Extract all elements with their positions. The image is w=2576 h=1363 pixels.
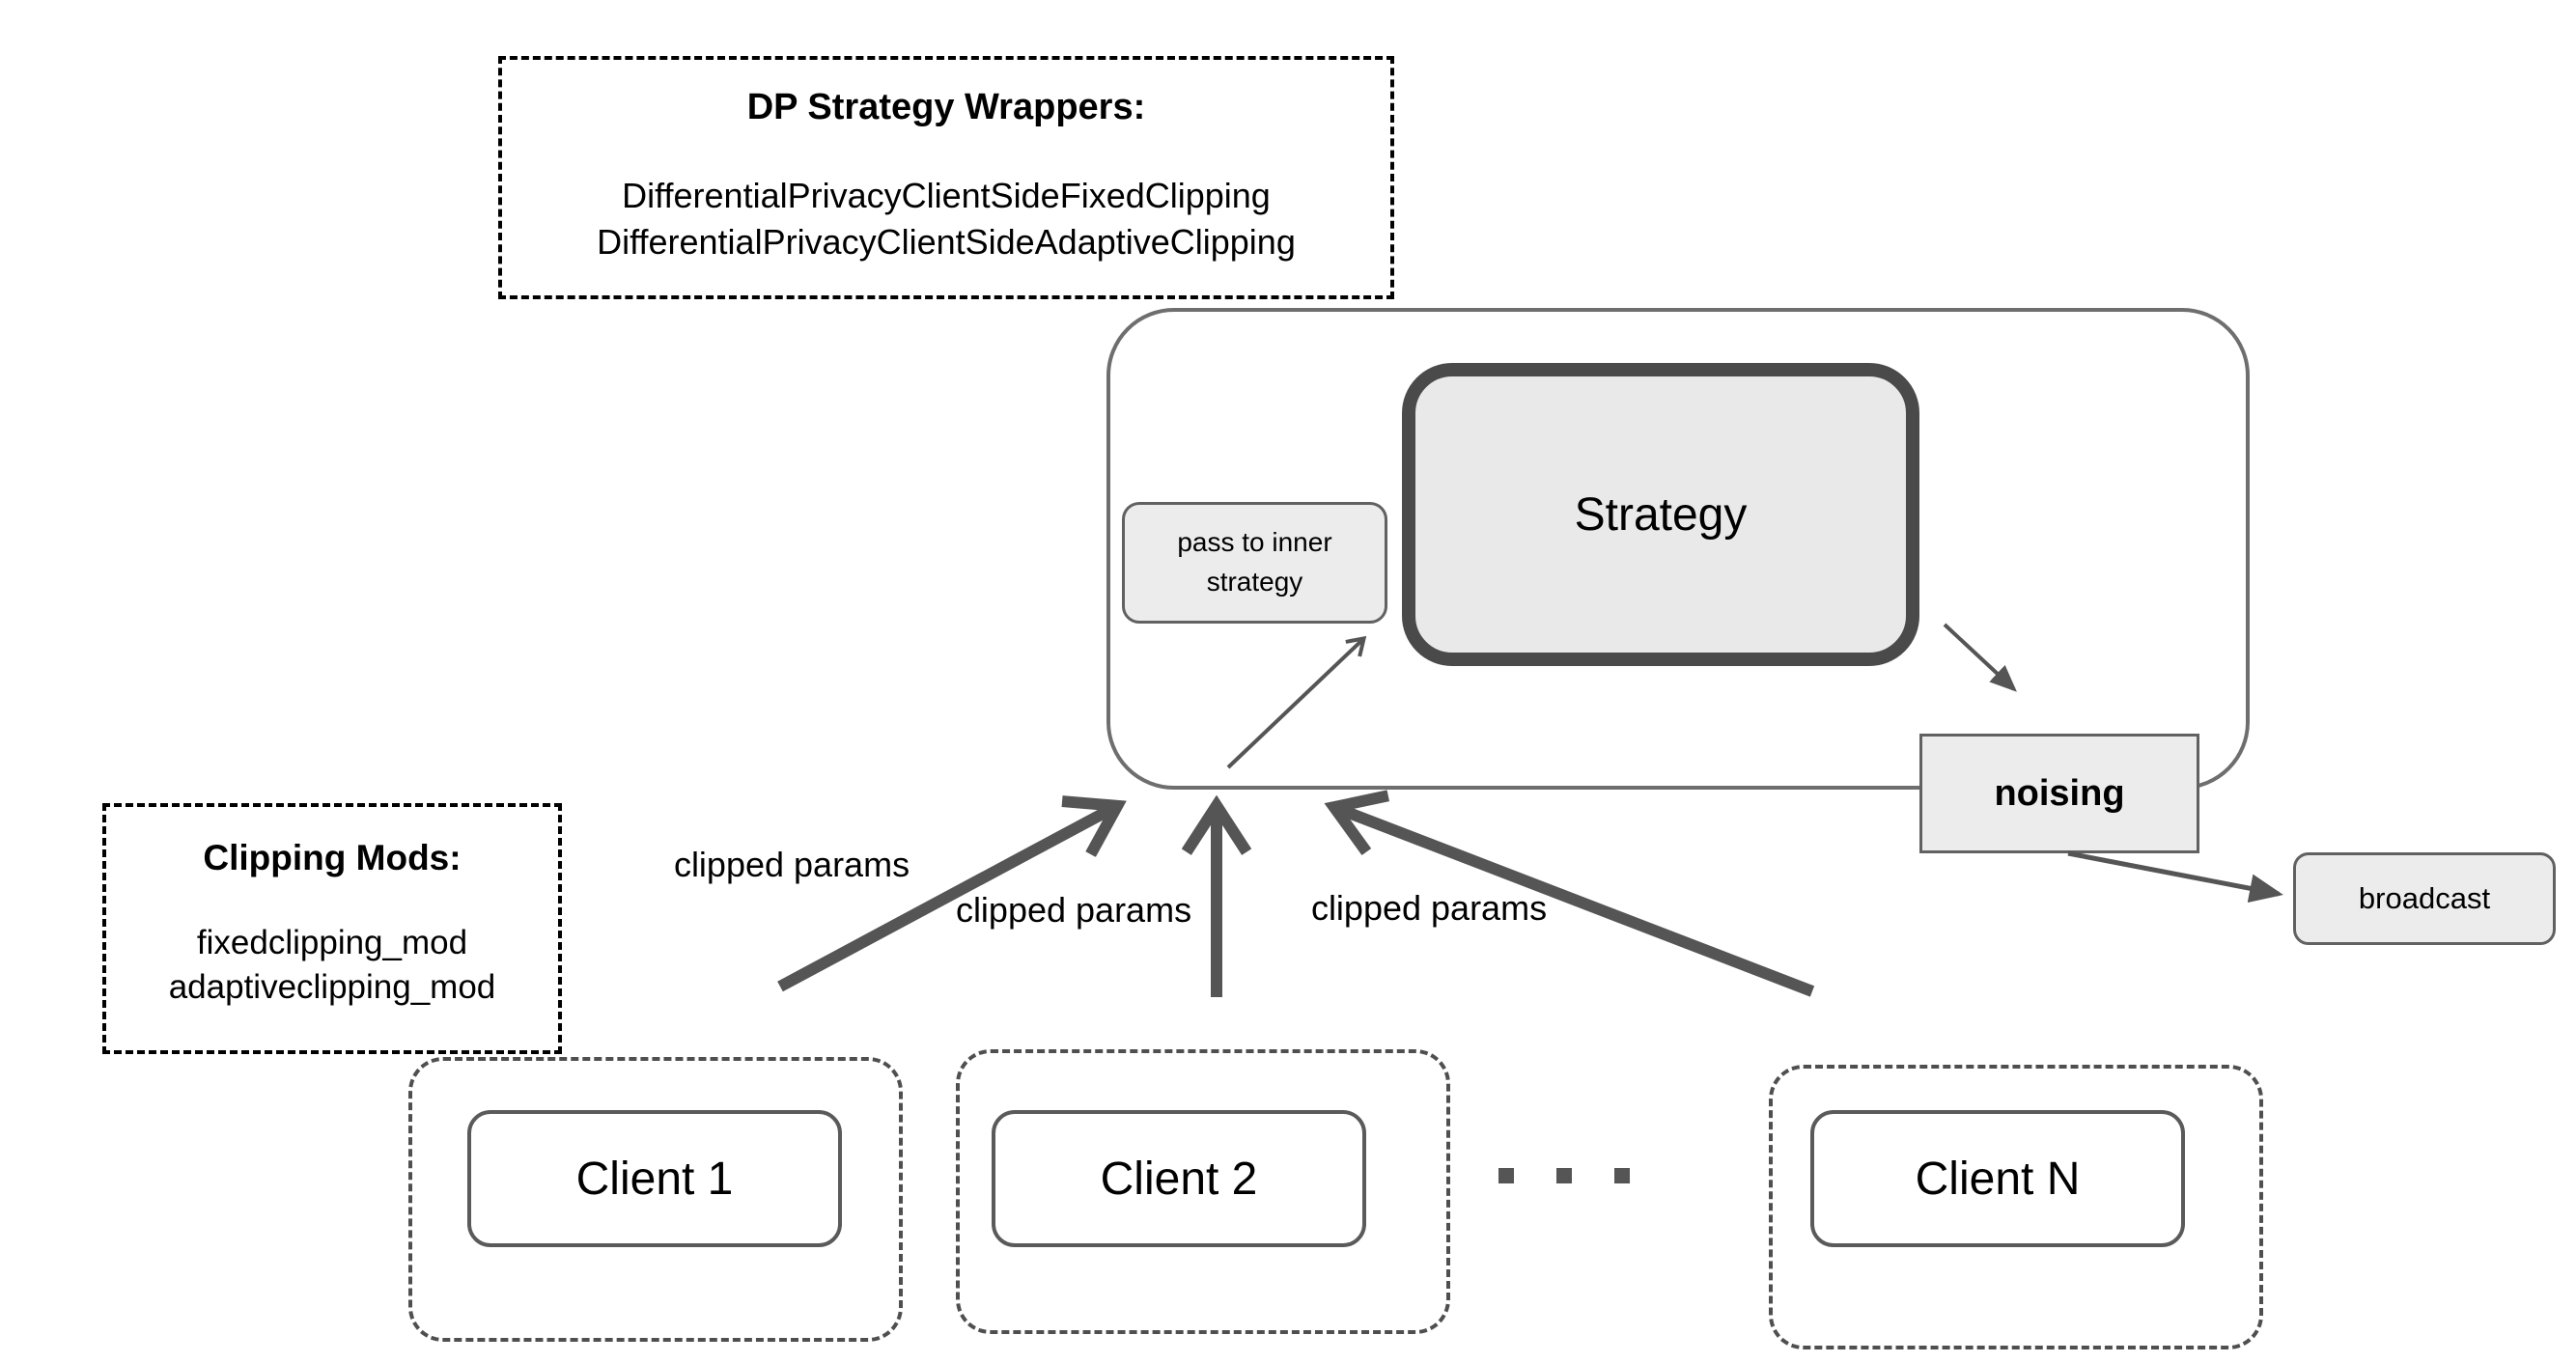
clipped-params-label-3: clipped params xyxy=(1310,888,1548,928)
broadcast-box: broadcast xyxy=(2293,852,2556,945)
client-n-box: Client N xyxy=(1810,1110,2185,1247)
client-1-box: Client 1 xyxy=(467,1110,842,1247)
strategy-box: Strategy xyxy=(1402,363,1919,666)
pass-to-inner-strategy-box: pass to inner strategy xyxy=(1122,502,1387,624)
dp-strategy-wrappers-title: DP Strategy Wrappers: xyxy=(746,87,1146,127)
strategy-label: Strategy xyxy=(1574,488,1748,541)
arrow-noising-to-broadcast xyxy=(2067,850,2283,904)
noising-label: noising xyxy=(1994,772,2125,814)
clipping-mods-box: Clipping Mods: fixedclipping_mod adaptiv… xyxy=(102,803,562,1054)
clients-ellipsis-icon xyxy=(1498,1168,1630,1183)
dp-wrapper-item: DifferentialPrivacyClientSideFixedClippi… xyxy=(622,176,1271,215)
clipping-mod-item: fixedclipping_mod xyxy=(196,924,468,961)
client-2-box: Client 2 xyxy=(992,1110,1366,1247)
broadcast-label: broadcast xyxy=(2358,881,2491,915)
dp-strategy-wrappers-box: DP Strategy Wrappers: DifferentialPrivac… xyxy=(498,56,1394,299)
dp-wrapper-item: DifferentialPrivacyClientSideAdaptiveCli… xyxy=(597,221,1296,262)
client-1-label: Client 1 xyxy=(575,1153,734,1205)
client-n-label: Client N xyxy=(1915,1153,2081,1205)
noising-box: noising xyxy=(1919,734,2199,853)
clipping-mod-item: adaptiveclipping_mod xyxy=(168,968,496,1007)
pass-to-inner-strategy-label: pass to inner strategy xyxy=(1177,527,1332,597)
client-2-label: Client 2 xyxy=(1100,1153,1258,1205)
clipped-params-label-1: clipped params xyxy=(673,845,910,884)
clipping-mods-title: Clipping Mods: xyxy=(203,838,462,877)
clipped-params-label-2: clipped params xyxy=(955,890,1192,930)
